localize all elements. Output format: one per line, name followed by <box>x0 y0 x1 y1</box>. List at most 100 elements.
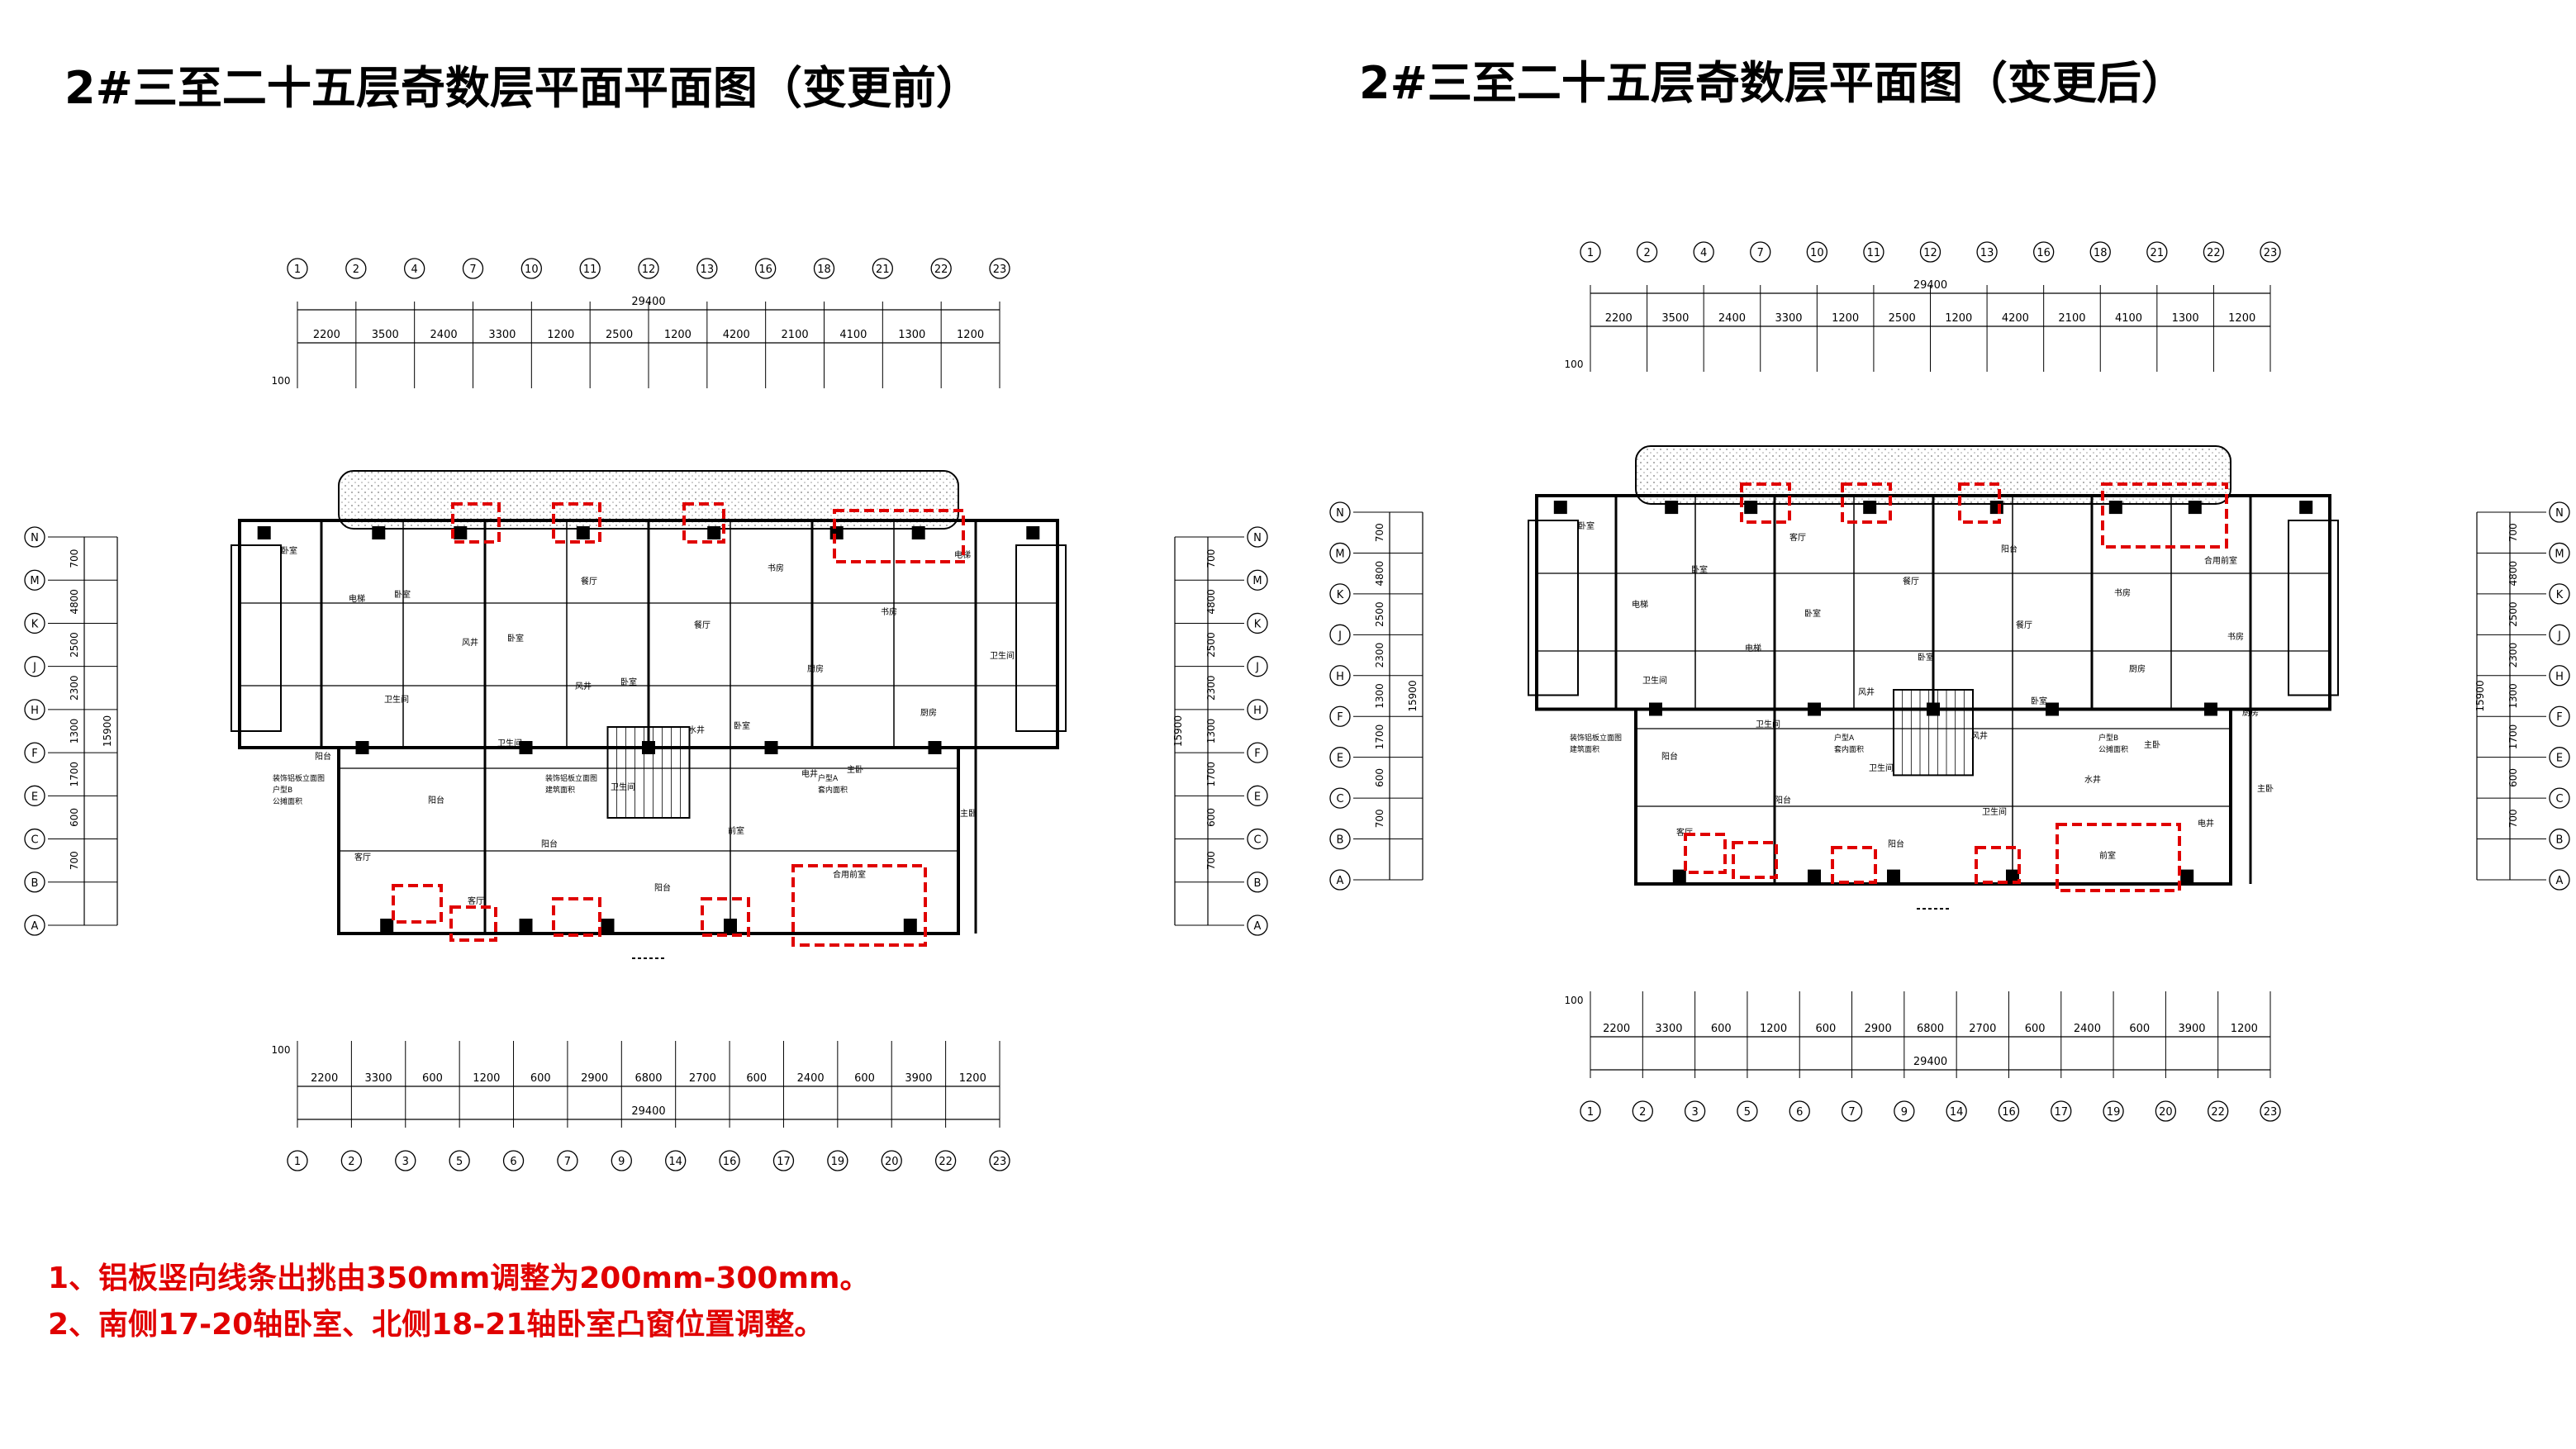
row-dim-value: 1300 <box>2507 683 2519 709</box>
axis-label-bottom: 6 <box>1796 1106 1803 1119</box>
dim-value-top: 2100 <box>782 329 809 341</box>
axis-bubble-top <box>1976 241 1998 263</box>
axis-bubble-top <box>1750 241 1771 263</box>
row-axis-label: N <box>1336 507 1344 520</box>
structural-column <box>2046 702 2059 716</box>
row-dim-value: 600 <box>1205 808 1217 827</box>
structural-column <box>724 919 737 932</box>
row-axis-label: B <box>1337 834 1344 847</box>
dim-value-top: 1200 <box>957 329 984 341</box>
row-axis-label: K <box>2556 589 2564 601</box>
dim-value-top: 3300 <box>1775 312 1802 325</box>
dim-value-top: 3300 <box>488 329 516 341</box>
axis-bubble-bottom <box>719 1150 740 1171</box>
plan-annotation: 公摊面积 <box>273 796 302 806</box>
dim-total-bottom: 29400 <box>631 1105 665 1118</box>
axis-label-top: 23 <box>2264 247 2278 259</box>
dim-value-top: 3500 <box>1661 312 1689 325</box>
room-label: 风井 <box>1971 730 1988 741</box>
change-highlight <box>1831 846 1877 884</box>
change-highlight <box>552 502 601 544</box>
plan-annotation: 户型B <box>273 785 292 795</box>
dim-value-top: 1200 <box>664 329 692 341</box>
dim-value-top: 4100 <box>2115 312 2142 325</box>
axis-label-bottom: 6 <box>510 1156 516 1168</box>
room-label: 厨房 <box>2129 663 2146 674</box>
structural-column <box>928 741 942 754</box>
row-axis-bubble <box>2549 705 2570 727</box>
axis-label-top: 13 <box>701 264 715 276</box>
axis-bubble-top <box>1693 241 1714 263</box>
axis-label-top: 22 <box>2207 247 2221 259</box>
row-axis-label: M <box>1252 575 1262 587</box>
room-label: 阳台 <box>2001 544 2018 554</box>
structural-column <box>1808 702 1821 716</box>
dim-value-bottom: 2400 <box>797 1072 825 1085</box>
row-dim-value: 1700 <box>1205 762 1217 787</box>
axis-bubble-bottom <box>287 1150 308 1171</box>
room-label: 厨房 <box>920 707 937 718</box>
row-axis-label: B <box>1254 877 1262 890</box>
dim-value-bottom: 2200 <box>1603 1023 1630 1035</box>
row-axis-label: F <box>31 748 37 760</box>
axis-label-bottom: 16 <box>2002 1106 2016 1119</box>
room-label: 卧室 <box>1691 564 1708 575</box>
row-dim-total: 15900 <box>1407 680 1419 711</box>
row-axis-label: C <box>31 834 38 847</box>
row-axis-label: B <box>2556 834 2564 847</box>
structural-column <box>257 526 271 539</box>
dim-value-bottom: 2200 <box>311 1072 338 1085</box>
change-notes: 1、铝板竖向线条出挑由350mm调整为200mm-300mm。 2、南侧17-2… <box>48 1256 870 1348</box>
axis-bubble-top <box>1636 241 1658 263</box>
dim-total-top: 29400 <box>1913 279 1947 292</box>
row-axis-bubble <box>24 699 45 720</box>
axis-bubble-top <box>2260 241 2281 263</box>
row-axis-label: B <box>31 877 39 890</box>
outer-wall-south <box>337 746 960 935</box>
axis-bubble-top <box>872 258 893 279</box>
dim-value-bottom: 1200 <box>473 1072 500 1085</box>
room-label: 前室 <box>728 825 744 836</box>
dim-value-top: 4200 <box>723 329 750 341</box>
row-axis-bubble <box>1329 624 1351 645</box>
axis-label-bottom: 22 <box>939 1156 953 1168</box>
change-highlight <box>1975 846 2021 884</box>
row-dim-value: 700 <box>1374 809 1385 828</box>
axis-label-bottom: 23 <box>2264 1106 2278 1119</box>
row-dim-value: 1300 <box>1374 683 1385 709</box>
row-dim-value: 2300 <box>1205 676 1217 701</box>
room-label: 餐厅 <box>2016 620 2032 630</box>
row-axis-bubble <box>24 785 45 806</box>
stair-core <box>1893 689 1974 777</box>
row-axis-bubble <box>1247 699 1268 720</box>
row-axis-bubble <box>24 915 45 936</box>
balcony-west <box>1528 520 1579 696</box>
structural-column <box>380 919 394 932</box>
axis-bubble-top <box>813 258 835 279</box>
row-axis-bubble <box>2549 583 2570 605</box>
row-axis-bubble <box>24 872 45 893</box>
axis-label-top: 13 <box>1980 247 1994 259</box>
row-axis-label: F <box>1254 748 1260 760</box>
room-label: 电井 <box>2198 818 2214 829</box>
row-dim-value: 4800 <box>1374 561 1385 587</box>
axis-label-top: 23 <box>993 264 1007 276</box>
axis-label-top: 16 <box>2037 247 2051 259</box>
room-label: 书房 <box>2114 587 2131 598</box>
row-axis-bubble <box>24 656 45 677</box>
dim-value-bottom: 2700 <box>1969 1023 1996 1035</box>
room-label: 电梯 <box>1632 599 1648 610</box>
dim-value-top: 2500 <box>606 329 633 341</box>
plan-annotation: 公摊面积 <box>2098 744 2128 754</box>
row-dim-value: 700 <box>69 851 80 870</box>
axis-bubble-bottom <box>881 1150 902 1171</box>
axis-bubble-bottom <box>1737 1100 1758 1122</box>
structural-column <box>903 919 917 932</box>
dim-value-bottom: 6800 <box>1917 1023 1944 1035</box>
dim-value-bottom: 600 <box>422 1072 443 1085</box>
room-label: 厨房 <box>807 663 824 674</box>
structural-column <box>519 919 533 932</box>
change-highlight <box>392 884 443 924</box>
structural-column <box>642 741 655 754</box>
structural-column <box>2299 501 2313 515</box>
